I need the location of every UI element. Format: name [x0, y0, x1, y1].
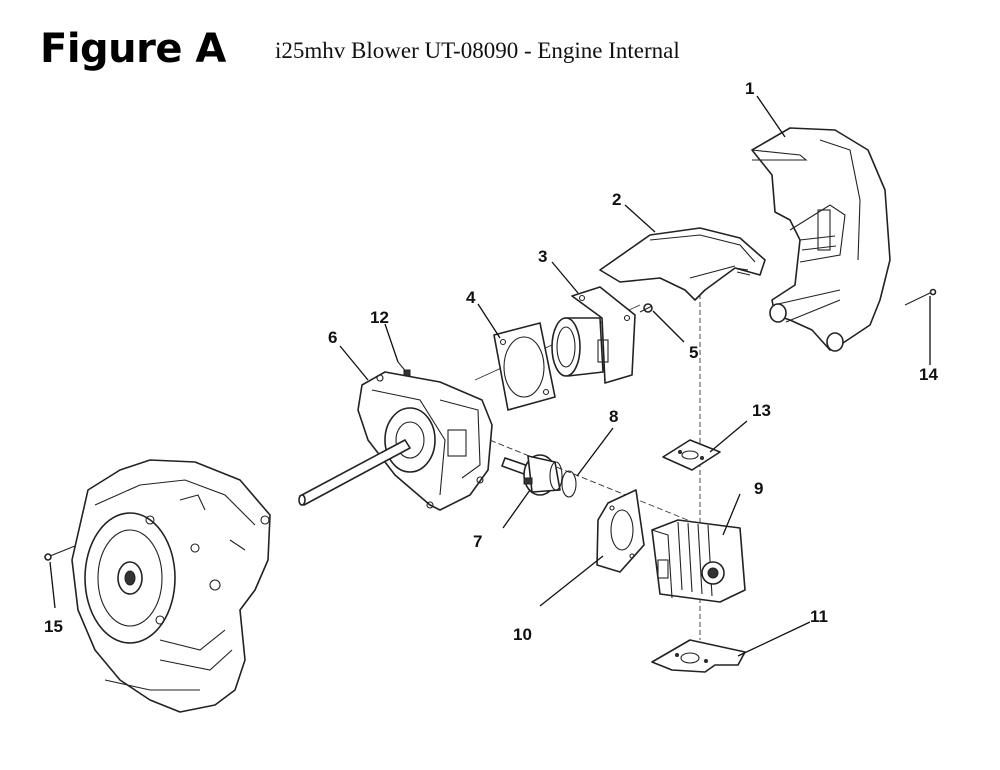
- part-3-muffler: [551, 286, 636, 384]
- callout-12: 12: [370, 308, 389, 327]
- callout-numbers: 1 2 3 4 5 6 7 8 9 10 11 12 13 14 15: [44, 79, 938, 644]
- part-4-muffler-gasket: [493, 322, 556, 411]
- part-10-cylinder-gasket: [596, 489, 645, 573]
- part-13-upper-plate: [662, 439, 721, 471]
- part-9-cylinder: [651, 519, 746, 603]
- callout-7: 7: [473, 532, 482, 551]
- callout-9: 9: [754, 479, 763, 498]
- part-11-lower-plate: [651, 639, 746, 673]
- part-8-piston-ring: [561, 470, 577, 498]
- part-6-crankcase-crankshaft: [298, 371, 493, 511]
- callout-11: 11: [810, 607, 828, 626]
- fan-housing-assembly: [71, 459, 271, 713]
- part-1-blower-housing: [751, 127, 891, 352]
- callout-3: 3: [538, 247, 547, 266]
- figure-label: Figure A: [40, 26, 226, 72]
- callout-10: 10: [513, 625, 532, 644]
- callout-1: 1: [745, 79, 754, 98]
- callout-15: 15: [44, 617, 63, 636]
- part-15-screw: [44, 545, 76, 561]
- part-2-cylinder-shroud: [599, 227, 766, 301]
- callout-6: 6: [328, 328, 337, 347]
- callout-14: 14: [919, 365, 938, 384]
- callout-8: 8: [609, 407, 618, 426]
- callout-13: 13: [752, 401, 771, 420]
- callout-2: 2: [612, 190, 621, 209]
- callout-4: 4: [466, 288, 476, 307]
- part-14-screw: [904, 288, 937, 306]
- part-5-screw: [639, 303, 653, 313]
- leader-lines: [49, 95, 931, 657]
- part-7-piston: [501, 454, 563, 496]
- callout-5: 5: [689, 343, 698, 362]
- diagram-title: i25mhv Blower UT-08090 - Engine Internal: [275, 38, 680, 63]
